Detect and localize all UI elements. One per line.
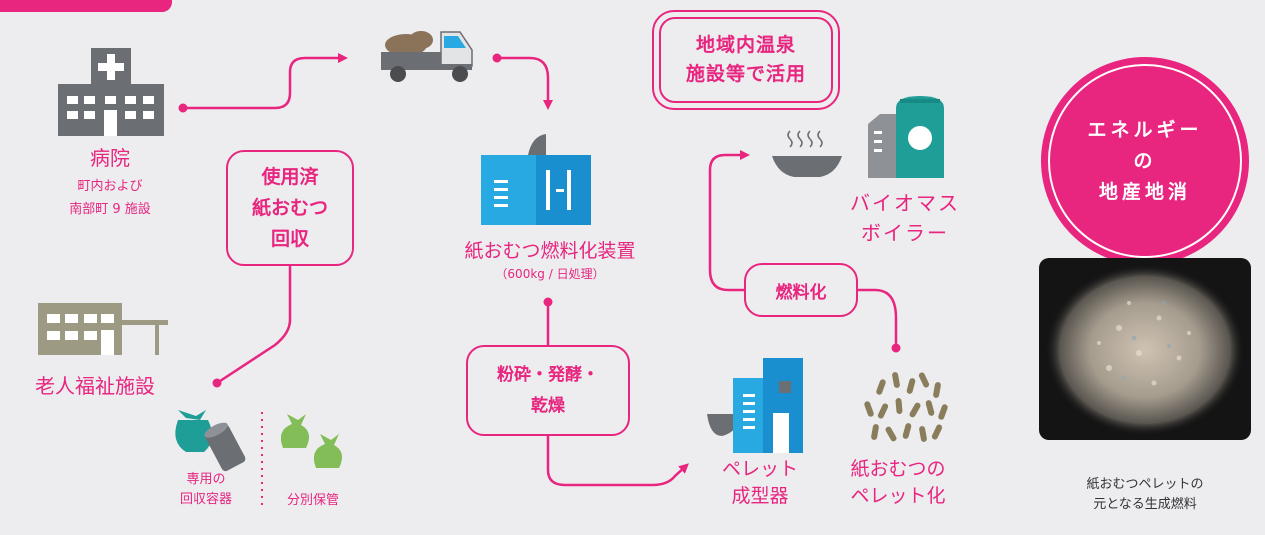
pellet-machine-label: ペレット成型器: [721, 458, 798, 507]
container-label: 専用の回収容器: [179, 472, 232, 507]
separate-storage-label: 分別保管: [286, 493, 339, 508]
device-icon: [481, 134, 591, 225]
biomass-boiler-icon: [868, 96, 944, 178]
hospital-icon: [58, 48, 164, 136]
pellet-machine-icon: [707, 358, 803, 453]
energy-circle: エネルギーの地産地消: [1041, 57, 1249, 265]
process-box: 粉砕・発酵・乾燥: [466, 345, 630, 436]
flow-diagram: [38, 31, 948, 505]
hospital-name: 病院: [90, 146, 130, 170]
elderly-dot: [212, 378, 222, 388]
truck-to-device-line: [495, 56, 553, 110]
fuel-box: 燃料化: [744, 263, 858, 317]
collection-containers-icon: [175, 410, 343, 505]
pellet-dot: [891, 343, 901, 353]
elderly-facility-icon: [38, 303, 168, 355]
photo-caption: 紙おむつペレットの元となる生成燃料: [1086, 477, 1204, 512]
pellet-photo: [1039, 258, 1251, 440]
hot-spring-icon: [772, 130, 842, 177]
pellet-label: 紙おむつのペレット化: [850, 458, 946, 507]
device-spec: （600kg / 日処理）: [495, 267, 605, 281]
process-to-pellet-machine-line: [546, 434, 689, 487]
hospital-sub1: 町内および: [77, 179, 143, 194]
truck-icon: [381, 31, 473, 82]
onsen-box: 地域内温泉施設等で活用: [652, 10, 840, 110]
pellet-to-fuel-line: [856, 288, 898, 350]
boiler-label: バイオマスボイラー: [850, 191, 960, 245]
device-name: 紙おむつ燃料化装置: [464, 240, 636, 262]
pellets-icon: [864, 372, 948, 442]
elderly-facility-name: 老人福祉施設: [35, 374, 155, 398]
hospital-sub2: 南部町 9 施設: [69, 202, 151, 217]
collection-box: 使用済紙おむつ回収: [226, 150, 354, 266]
elderly-to-truck-line: [215, 264, 292, 385]
device-dot: [543, 297, 553, 307]
hospital-dot: [178, 103, 188, 113]
fuel-to-boiler-line: [708, 150, 750, 292]
truck-dot: [492, 53, 502, 63]
hospital-to-truck-line: [181, 53, 348, 110]
header-tab: [0, 0, 172, 12]
